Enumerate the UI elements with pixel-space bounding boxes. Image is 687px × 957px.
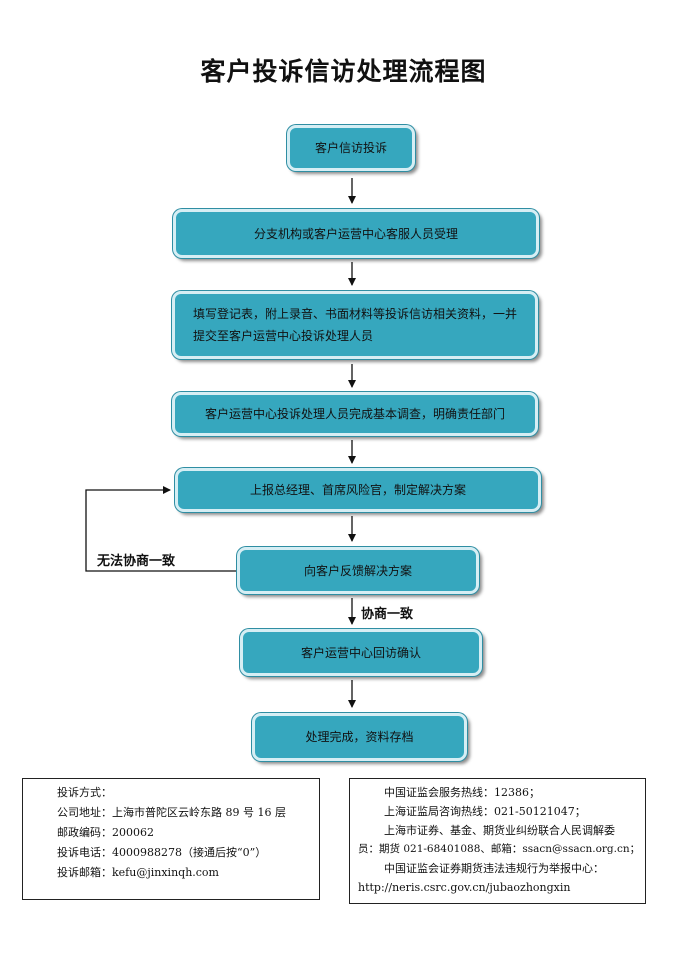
step-investigation-label: 客户运营中心投诉处理人员完成基本调查，明确责任部门 xyxy=(204,407,505,421)
step-revisit-label: 客户运营中心回访确认 xyxy=(300,645,421,660)
contact-right-line: 中国证监会服务热线：12386； xyxy=(384,786,540,799)
step-escalation-label: 上报总经理、首席风险官，制定解决方案 xyxy=(249,483,466,497)
edge-label-agreed: 协商一致 xyxy=(361,607,414,622)
contact-left-line: 公司地址：上海市普陀区云岭东路 89 号 16 层 xyxy=(57,806,286,819)
step-investigation: 客户运营中心投诉处理人员完成基本调查，明确责任部门 xyxy=(172,392,538,436)
step-archive: 处理完成，资料存档 xyxy=(252,713,467,761)
contact-right-line: 上海证监局咨询热线：021-50121047； xyxy=(384,805,586,818)
step-archive-label: 处理完成，资料存档 xyxy=(305,730,414,744)
contact-right-line: 员：期货 021-68401088、邮箱：ssacn@ssacn.org.cn； xyxy=(358,843,641,855)
contact-info-company: 投诉方式： 公司地址：上海市普陀区云岭东路 89 号 16 层 邮政编码：200… xyxy=(22,778,320,900)
step-escalation: 上报总经理、首席风险官，制定解决方案 xyxy=(175,468,541,512)
edge-label-loop-back: 无法协商一致 xyxy=(97,554,176,569)
contact-left-line: 投诉方式： xyxy=(57,786,112,799)
step-complaint-label: 客户信访投诉 xyxy=(314,141,387,155)
step-feedback-label: 向客户反馈解决方案 xyxy=(303,563,412,578)
step-complaint: 客户信访投诉 xyxy=(287,125,415,171)
contact-left-line: 投诉电话：4000988278（接通后按“0”） xyxy=(57,846,267,859)
step-registration: 填写登记表，附上录音、书面材料等投诉信访相关资料，一并提交至客户运营中心投诉处理… xyxy=(172,291,538,359)
step-feedback: 向客户反馈解决方案 xyxy=(237,547,479,594)
contact-right-line: http://neris.csrc.gov.cn/jubaozhongxin xyxy=(358,881,571,894)
contact-info-regulators: 中国证监会服务热线：12386； 上海证监局咨询热线：021-50121047；… xyxy=(349,778,646,904)
contact-right-line: 上海市证券、基金、期货业纠纷联合人民调解委 xyxy=(384,824,615,837)
page-title: 客户投诉信访处理流程图 xyxy=(200,57,487,86)
step-revisit: 客户运营中心回访确认 xyxy=(240,629,482,676)
contact-left-line: 投诉邮箱：kefu@jinxinqh.com xyxy=(57,866,219,879)
step-acceptance: 分支机构或客户运营中心客服人员受理 xyxy=(173,209,539,258)
contact-right-line: 中国证监会证券期货违法违规行为举报中心： xyxy=(384,862,604,875)
step-acceptance-label: 分支机构或客户运营中心客服人员受理 xyxy=(253,226,458,241)
loop-back-connector xyxy=(85,486,237,572)
step-registration-label: 填写登记表，附上录音、书面材料等投诉信访相关资料，一并提交至客户运营中心投诉处理… xyxy=(193,307,518,343)
contact-left-line: 邮政编码：200062 xyxy=(57,826,154,839)
